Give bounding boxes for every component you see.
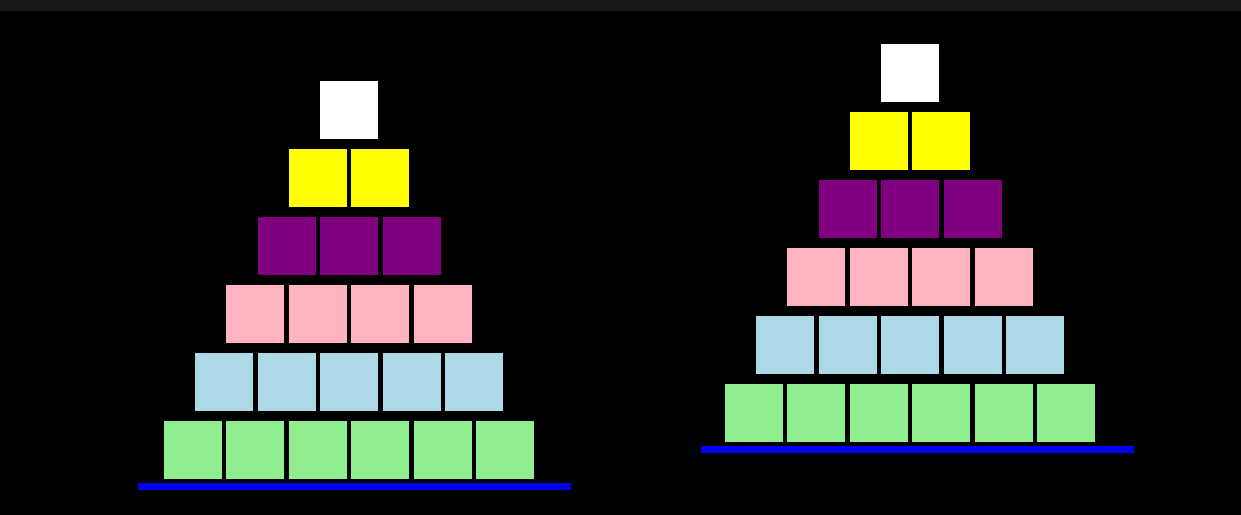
block-row6-4 bbox=[351, 421, 410, 479]
block-row4-2 bbox=[849, 248, 908, 306]
block-row2-2 bbox=[912, 112, 971, 170]
block-row3-2 bbox=[881, 180, 939, 238]
block-row1-1 bbox=[881, 44, 939, 102]
block-row6-1 bbox=[163, 421, 222, 479]
block-row4-1 bbox=[226, 285, 285, 343]
block-row5-1 bbox=[756, 316, 814, 374]
block-row4-4 bbox=[974, 248, 1033, 306]
block-row6-3 bbox=[849, 384, 908, 442]
block-row6-6 bbox=[476, 421, 535, 479]
base-line bbox=[701, 446, 1134, 453]
block-row6-4 bbox=[912, 384, 971, 442]
block-row5-1 bbox=[195, 353, 253, 411]
block-row6-2 bbox=[226, 421, 285, 479]
block-row5-3 bbox=[320, 353, 378, 411]
block-row4-2 bbox=[288, 285, 347, 343]
block-row4-3 bbox=[351, 285, 410, 343]
block-row3-2 bbox=[320, 217, 378, 275]
block-row3-1 bbox=[257, 217, 316, 275]
block-row5-3 bbox=[881, 316, 939, 374]
block-row3-3 bbox=[382, 217, 441, 275]
block-row6-5 bbox=[974, 384, 1033, 442]
top-strip bbox=[0, 0, 1241, 11]
block-row5-2 bbox=[257, 353, 316, 411]
block-row2-2 bbox=[351, 149, 410, 207]
block-row5-5 bbox=[445, 353, 503, 411]
base-line bbox=[138, 483, 571, 490]
block-row5-4 bbox=[943, 316, 1002, 374]
block-row6-2 bbox=[787, 384, 846, 442]
block-row3-1 bbox=[818, 180, 877, 238]
block-row5-2 bbox=[818, 316, 877, 374]
block-row3-3 bbox=[943, 180, 1002, 238]
block-row5-5 bbox=[1006, 316, 1064, 374]
block-row5-4 bbox=[382, 353, 441, 411]
block-row4-3 bbox=[912, 248, 971, 306]
block-row2-1 bbox=[288, 149, 347, 207]
block-row6-5 bbox=[413, 421, 472, 479]
block-row2-1 bbox=[849, 112, 908, 170]
block-row6-6 bbox=[1037, 384, 1096, 442]
block-row6-3 bbox=[288, 421, 347, 479]
block-row6-1 bbox=[724, 384, 783, 442]
block-row4-1 bbox=[787, 248, 846, 306]
block-row4-4 bbox=[413, 285, 472, 343]
block-row1-1 bbox=[320, 81, 378, 139]
